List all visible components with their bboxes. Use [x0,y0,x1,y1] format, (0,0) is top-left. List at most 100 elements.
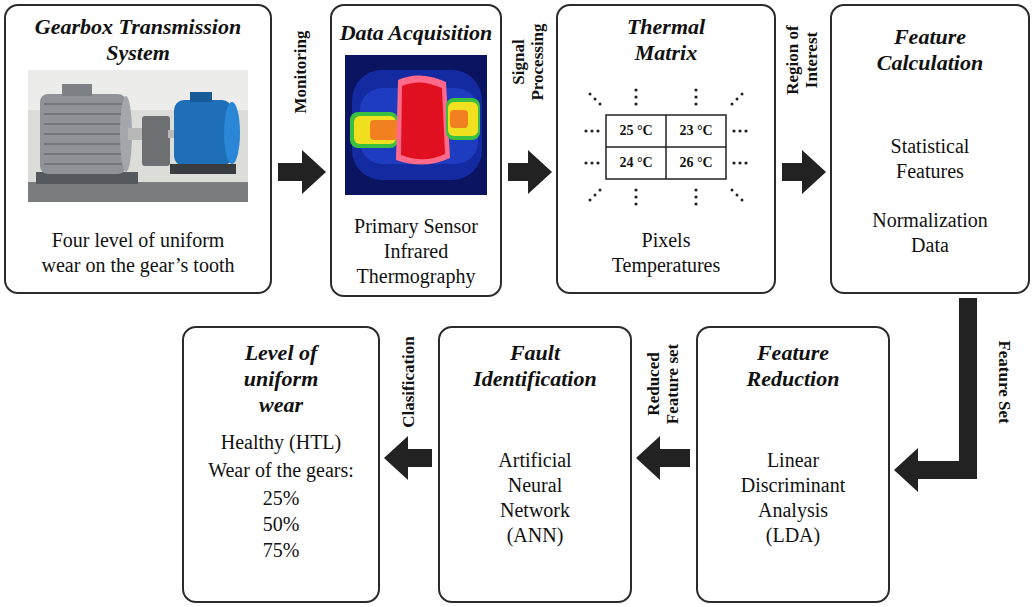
thermal-image [450,110,468,128]
block-arrow [918,298,968,470]
test-bench-photo [44,113,122,115]
ellipsis-dots [694,202,697,205]
arrow-label: Clasification [400,322,419,442]
thermal-image [345,55,487,195]
arrow-label: Signal Processing [510,12,547,112]
test-bench-photo [44,103,122,105]
ellipsis-dots [736,98,739,101]
box-title: Feature Reduction [718,340,868,392]
test-bench-photo [28,70,248,202]
process-box: Fault IdentificationArtificial Neural Ne… [438,326,632,603]
box-title: Feature Calculation [855,24,1005,76]
test-bench-photo [170,164,236,174]
box-text: Artificial Neural Network (ANN) [485,448,585,548]
box-text: Pixels Temperatures [601,228,731,278]
box-text: Healthy (HTL) [191,430,371,455]
ellipsis-dots [594,194,597,197]
ellipsis-dots [694,195,697,198]
ellipsis-dots [694,102,697,105]
ellipsis-dots [599,189,602,192]
ellipsis-dots [738,161,741,164]
ellipsis-dots [741,199,744,202]
thermal-image [401,82,445,159]
matrix-grid [606,146,726,148]
ellipsis-dots [694,88,697,91]
ellipsis-dots [634,102,637,105]
box-text: Normalization Data [858,208,1003,258]
ellipsis-dots [634,195,637,198]
box-text: 25% [236,486,326,511]
ellipsis-dots [634,202,637,205]
matrix-grid [606,115,726,179]
ellipsis-dots [590,161,593,164]
matrix-grid [606,115,726,179]
box-text: 75% [236,538,326,563]
test-bench-photo [44,133,122,135]
process-box: Gearbox Transmission SystemFour level of… [4,4,272,294]
ellipsis-dots [589,199,592,202]
test-bench-photo [28,70,248,202]
thermal-image [446,98,480,140]
arrow-label: Reduced Feature set [645,329,682,439]
ellipsis-dots [694,188,697,191]
ellipsis-dots [694,95,697,98]
matrix-cell-value: 24 °C [606,147,666,179]
box-text: Linear Discriminant Analysis (LDA) [736,448,851,548]
test-bench-photo [142,116,170,166]
ellipsis-dots [732,129,735,132]
block-arrow [408,449,432,467]
test-bench-photo [44,143,122,145]
block-arrow [278,163,302,181]
ellipsis-dots [596,129,599,132]
thermal-image [352,70,482,180]
ellipsis-dots [731,103,734,106]
thermal-image [345,55,487,195]
ellipsis-dots [594,98,597,101]
box-text: Primary Sensor Infrared Thermography [341,214,491,289]
thermal-image [350,112,398,148]
ellipsis-dots [599,103,602,106]
test-bench-photo [44,153,122,155]
block-arrow [508,163,528,181]
box-title: Thermal Matrix [606,14,726,66]
box-title: Gearbox Transmission System [18,14,258,66]
block-arrow [660,449,690,467]
process-box: Thermal MatrixPixels Temperatures [556,4,776,294]
ellipsis-dots [590,129,593,132]
arrow-label: Region of Interest [784,12,821,108]
test-bench-photo [62,84,92,96]
thermal-image [448,102,478,136]
thermal-image [396,75,450,164]
arrow-label: Monitoring [292,2,311,142]
ellipsis-dots [589,93,592,96]
box-title: Level of uniform wear [226,340,336,418]
matrix-cell-value: 23 °C [666,115,726,147]
ellipsis-dots [741,93,744,96]
thermal-image [370,120,398,140]
ellipsis-dots [736,194,739,197]
ellipsis-dots [731,189,734,192]
block-arrow [782,163,802,181]
process-box: Feature ReductionLinear Discriminant Ana… [696,326,890,603]
test-bench-photo [190,92,212,102]
process-box: Level of uniform wearHealthy (HTL) Wear o… [182,326,380,603]
ellipsis-dots [744,161,747,164]
box-text: Statistical Features [870,134,990,184]
box-title: Fault Identification [455,340,615,392]
test-bench-photo [28,182,248,202]
test-bench-photo [44,163,122,165]
ellipsis-dots [584,161,587,164]
matrix-cell-value: 26 °C [666,147,726,179]
test-bench-photo [224,102,240,164]
matrix-cell-value: 25 °C [606,115,666,147]
test-bench-photo [174,100,232,166]
box-title: Data Acquisition [334,20,499,46]
test-bench-photo [44,123,122,125]
arrow-label: Feature Set [995,340,1014,424]
ellipsis-dots [596,161,599,164]
ellipsis-dots [634,88,637,91]
box-text: Wear of the gears: [191,458,371,483]
ellipsis-dots [732,161,735,164]
